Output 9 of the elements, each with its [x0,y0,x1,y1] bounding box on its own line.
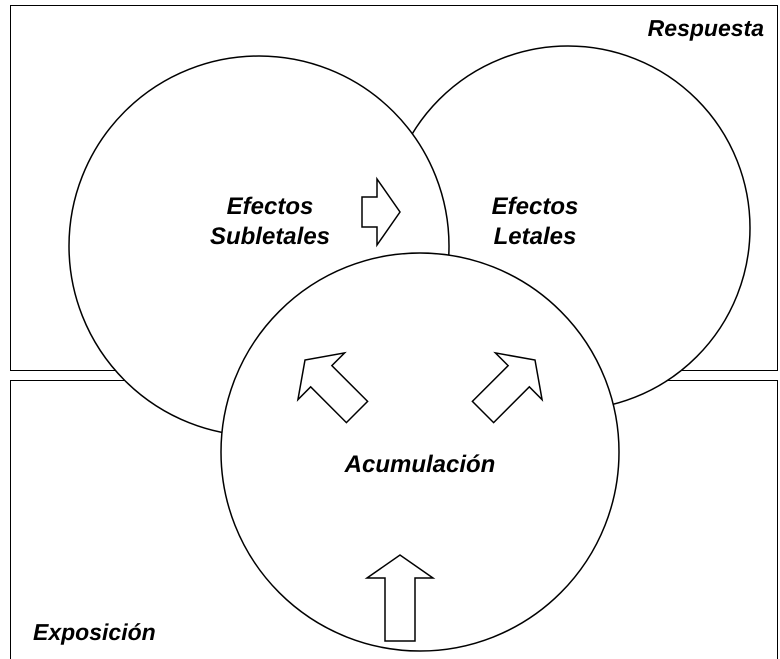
block-arrow [361,176,401,248]
panel-title: Respuesta [646,14,764,43]
circle-label: Efectos Subletales [208,192,332,252]
block-arrow [296,352,369,424]
circle-label: Acumulación [343,450,496,480]
circle-label: Efectos Letales [490,192,580,252]
block-arrow [364,554,436,642]
block-arrow [471,352,544,424]
panel-title: Exposición [33,618,157,647]
